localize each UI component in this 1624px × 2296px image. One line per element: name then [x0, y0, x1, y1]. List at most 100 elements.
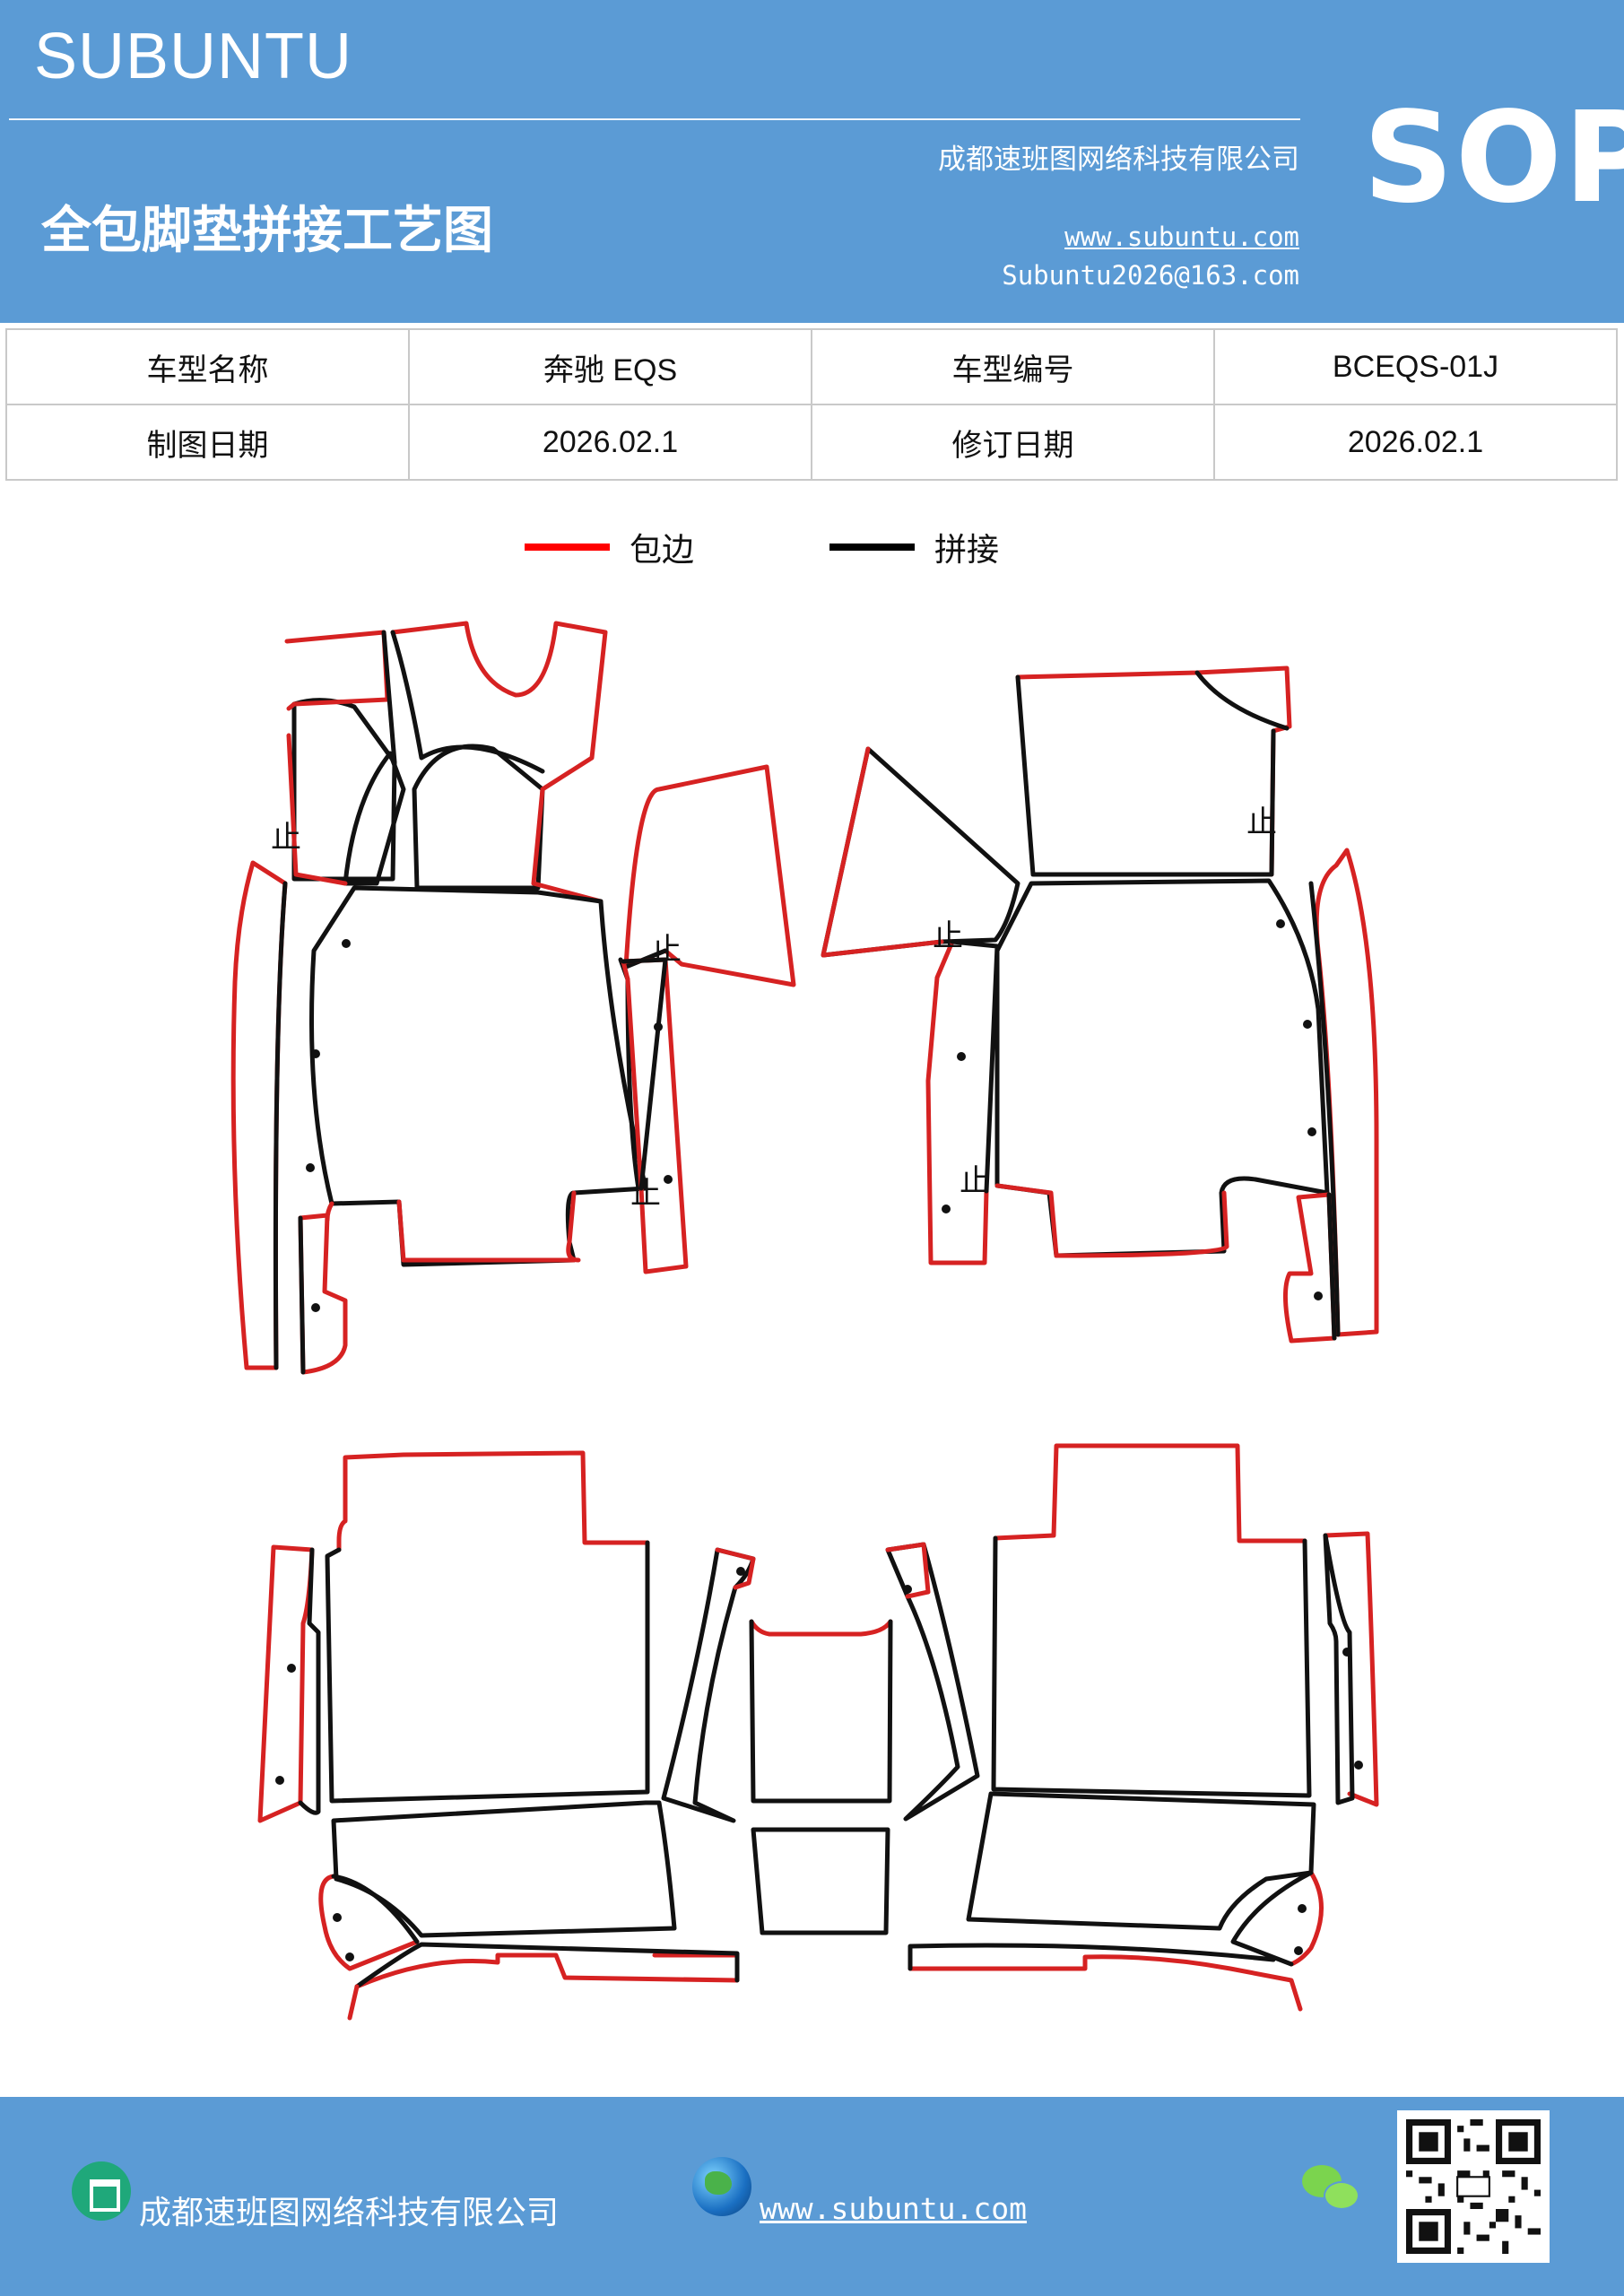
mat-piece	[298, 1547, 321, 1815]
mat-piece	[298, 1213, 348, 1375]
mat-piece	[336, 1450, 650, 1552]
mat-piece	[1194, 670, 1290, 731]
mat-piece	[318, 1874, 420, 1971]
page-header	[0, 0, 1624, 323]
marker-dot	[957, 1052, 966, 1061]
mat-piece	[751, 1827, 890, 1935]
mat-piece	[621, 957, 689, 1274]
mat-piece	[1015, 665, 1292, 877]
legend-splice: 拼接	[829, 520, 999, 574]
marker-dot	[942, 1205, 951, 1213]
marker-dot	[311, 1049, 320, 1058]
mat-piece	[993, 1443, 1307, 1544]
header-website-link[interactable]: www.subuntu.com	[1064, 222, 1299, 252]
marker-dot	[1354, 1761, 1363, 1770]
draw-date-label: 制图日期	[5, 404, 410, 481]
mat-piece	[390, 621, 608, 792]
legend-splice-label: 拼接	[934, 532, 1000, 569]
mat-piece	[950, 939, 1000, 1194]
marker-dot	[1294, 1946, 1303, 1955]
mat-piece	[347, 1984, 360, 2021]
mat-piece	[325, 1540, 650, 1804]
marker-dot	[654, 1022, 663, 1031]
stop-mark: 止	[271, 820, 301, 856]
mat-piece	[821, 746, 944, 958]
marker-dot	[664, 1175, 673, 1184]
qr-code[interactable]	[1397, 2110, 1550, 2263]
marker-dot	[736, 1567, 745, 1576]
mat-piece	[354, 1942, 740, 1989]
mat-piece	[991, 1535, 1312, 1798]
mat-piece	[531, 787, 604, 904]
mat-piece	[1230, 1870, 1314, 1967]
mat-piece	[1308, 881, 1341, 1337]
model-code-label: 车型编号	[811, 328, 1215, 405]
front-left-mat-group	[230, 621, 796, 1375]
mat-piece	[343, 751, 406, 886]
mat-piece	[623, 764, 796, 987]
mat-piece	[749, 1619, 893, 1637]
mat-piece	[1326, 1192, 1337, 1341]
mat-piece	[354, 1952, 740, 1989]
mat-piece	[885, 1542, 931, 1599]
model-name-label: 车型名称	[5, 328, 410, 405]
marker-dot	[1307, 1127, 1316, 1136]
mat-piece	[412, 744, 545, 891]
model-name-value: 奔驰 EQS	[408, 328, 812, 405]
mat-piece	[715, 1547, 756, 1590]
mat-piece	[1282, 1192, 1337, 1344]
wechat-icon[interactable]	[1302, 2161, 1365, 2215]
rear-center-mat-group	[749, 1619, 893, 1935]
mat-piece	[291, 698, 397, 882]
table-row: 车型名称 奔驰 EQS 车型编号 BCEQS-01J	[5, 328, 1618, 405]
rear-left-mat-group	[257, 1450, 756, 2021]
mat-piece	[661, 1547, 756, 1823]
stop-mark: 止	[630, 1176, 661, 1212]
mat-piece	[331, 1800, 677, 1938]
stop-mark: 止	[933, 918, 963, 954]
marker-dot	[1276, 919, 1285, 928]
stop-mark: 止	[1246, 804, 1277, 840]
mat-piece	[994, 1183, 1229, 1258]
mat-piece	[821, 746, 1020, 958]
mat-piece	[381, 630, 397, 765]
mat-piece	[390, 630, 545, 774]
mat-piece	[621, 957, 668, 1191]
legend-edging-swatch	[525, 544, 610, 551]
header-company: 成都速班图网络科技有限公司	[938, 144, 1299, 176]
mat-piece	[298, 1215, 306, 1375]
table-row: 制图日期 2026.02.1 修订日期 2026.02.1	[5, 404, 1618, 481]
header-divider	[9, 118, 1300, 120]
stop-marks: 止 止 止 止 止 止	[271, 804, 1277, 1212]
mat-piece	[1015, 674, 1276, 877]
brand-name: SUBUNTU	[34, 21, 353, 92]
revise-date-label: 修订日期	[811, 404, 1215, 481]
mat-piece	[749, 1619, 893, 1804]
footer-website-link[interactable]: www.subuntu.com	[760, 2191, 1028, 2226]
marker-dot	[1342, 1648, 1351, 1657]
marker-dot	[311, 1303, 320, 1312]
mat-piece	[309, 885, 648, 1267]
revise-date-value: 2026.02.1	[1213, 404, 1618, 481]
mat-piece	[908, 1943, 1276, 1971]
marker-dot	[1303, 1020, 1312, 1029]
mat-piece	[925, 939, 989, 1265]
model-code-value: BCEQS-01J	[1213, 328, 1618, 405]
mat-piece	[1289, 1870, 1324, 1967]
marker-dot	[342, 939, 351, 948]
mat-piece	[1323, 1533, 1355, 1805]
marker-dot	[903, 1585, 912, 1594]
front-right-mat-group	[821, 665, 1379, 1344]
qr-code-pattern	[1406, 2119, 1541, 2254]
footer-company: 成都速班图网络科技有限公司	[139, 2195, 560, 2231]
legend-splice-swatch	[829, 544, 915, 551]
legend-edging: 包边	[525, 520, 694, 574]
header-email: Subuntu2026@163.com	[1002, 260, 1299, 291]
mat-piece	[966, 1791, 1316, 1931]
marker-dot	[275, 1776, 284, 1785]
mat-piece	[284, 630, 390, 711]
mat-piece	[1323, 1531, 1379, 1807]
mat-piece	[331, 1874, 420, 1944]
mat-piece	[885, 1542, 980, 1822]
